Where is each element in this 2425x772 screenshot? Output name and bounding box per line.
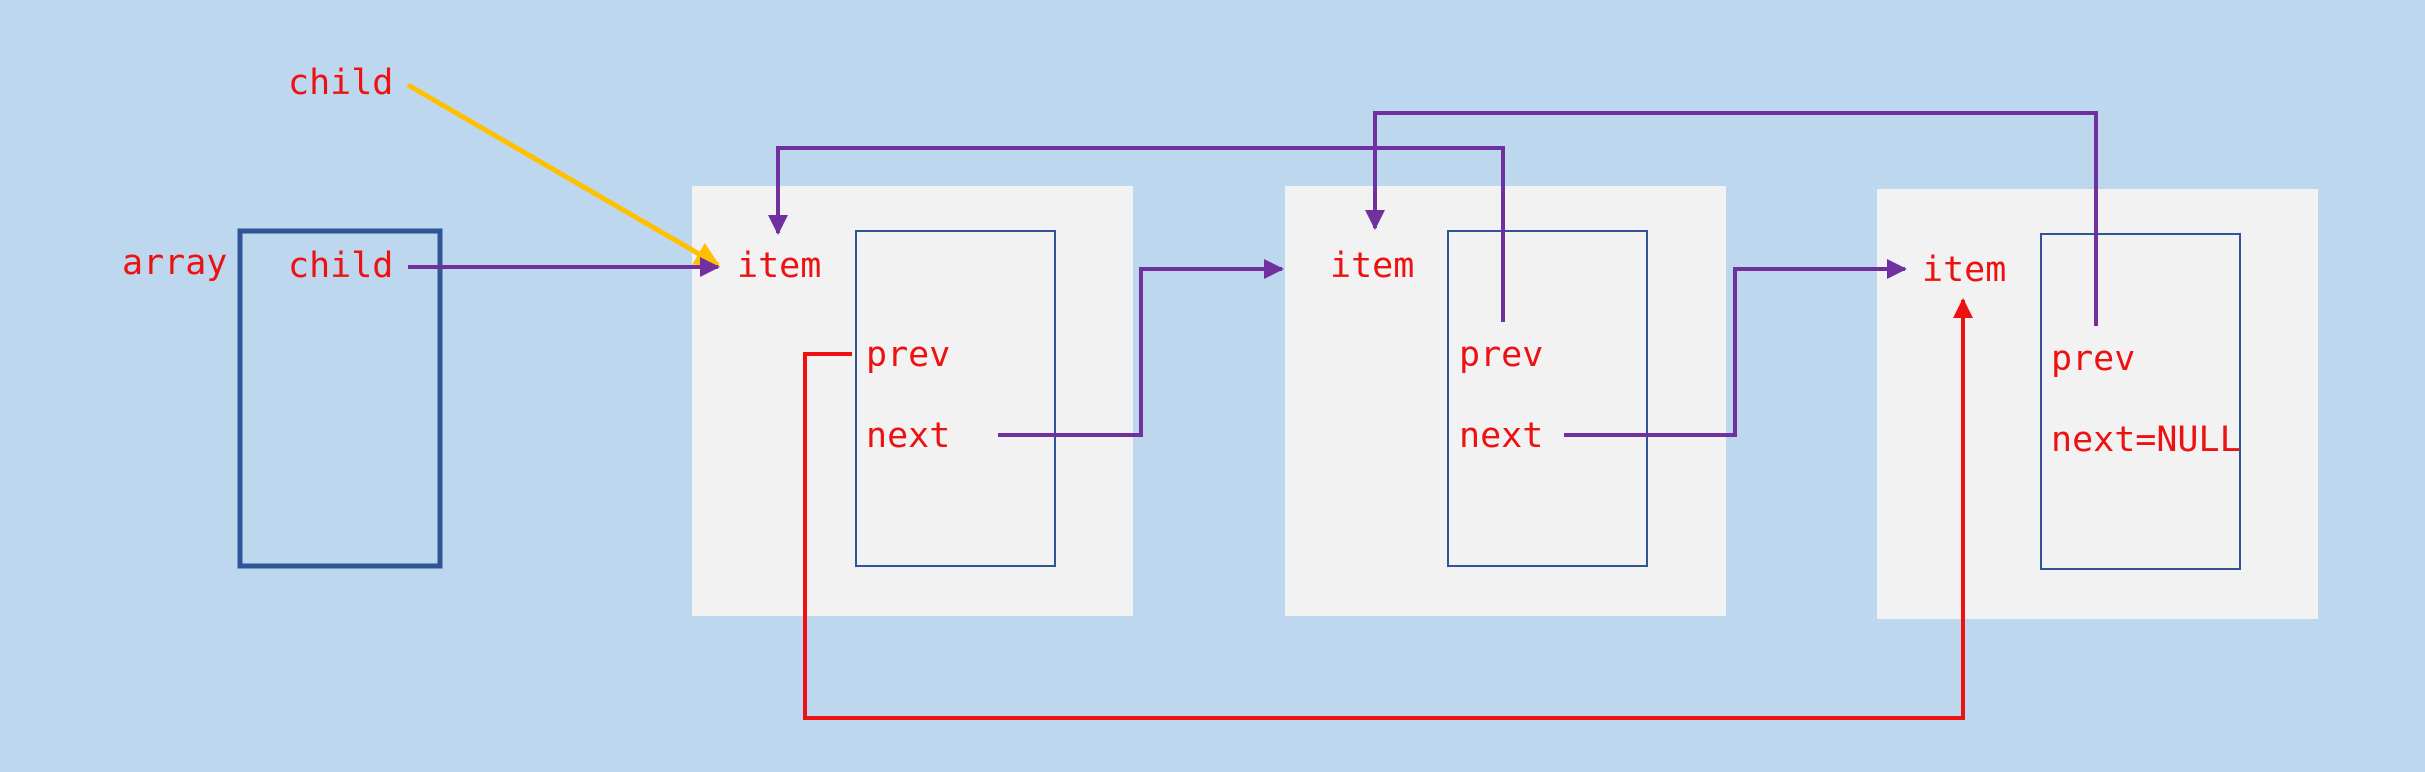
node-3-next-label: next=NULL bbox=[2051, 420, 2241, 460]
node-2-prev-arrow bbox=[768, 146, 1505, 322]
array-box bbox=[237, 228, 443, 569]
node-3-prev-arrow bbox=[1365, 111, 2098, 326]
node-3-inner-box bbox=[2040, 233, 2241, 570]
node-2-next-arrow bbox=[1564, 259, 1907, 437]
node-1-background bbox=[692, 186, 1133, 616]
list-node-2 bbox=[1285, 186, 1726, 616]
node-3-prev-label: prev bbox=[2051, 339, 2135, 379]
child-pointer-label: child bbox=[288, 63, 393, 103]
node-1-item-label: item bbox=[737, 246, 821, 286]
array-label: array bbox=[122, 243, 227, 283]
child-pointer-arrow bbox=[406, 82, 721, 268]
node-3-item-label: item bbox=[1922, 250, 2006, 290]
node-1-prev-arrow bbox=[803, 298, 1973, 720]
node-2-prev-label: prev bbox=[1459, 335, 1543, 375]
node-2-background bbox=[1285, 186, 1726, 616]
node-1-inner-box bbox=[855, 230, 1056, 567]
node-1-next-arrow bbox=[998, 259, 1284, 437]
node-2-next-label: next bbox=[1459, 416, 1543, 456]
list-node-1 bbox=[692, 186, 1133, 616]
array-child-label: child bbox=[288, 246, 393, 286]
node-2-inner-box bbox=[1447, 230, 1648, 567]
node-2-item-label: item bbox=[1330, 246, 1414, 286]
node-1-prev-label: prev bbox=[866, 335, 950, 375]
node-1-next-label: next bbox=[866, 416, 950, 456]
